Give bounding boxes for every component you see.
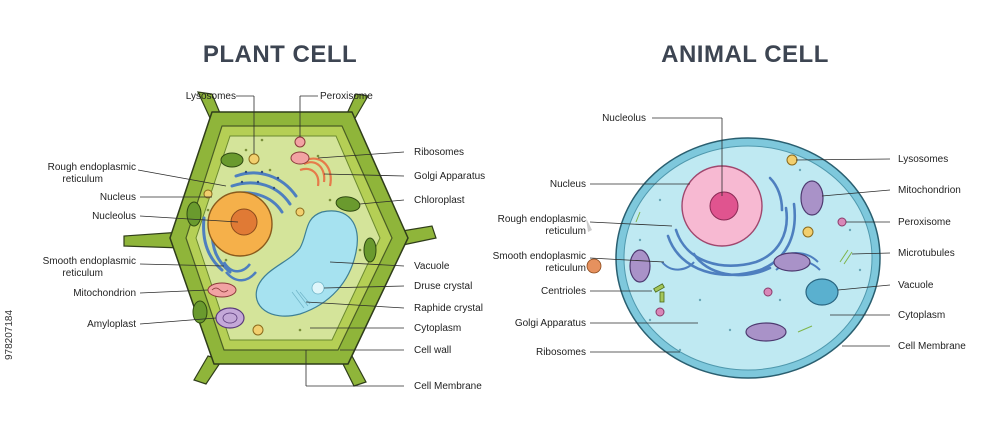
label-plant-smooth-er-2: reticulum <box>62 268 103 279</box>
animal-mitochondria <box>629 180 824 342</box>
plant-smooth-er <box>222 261 257 282</box>
label-plant-rough-er-2: reticulum <box>62 174 103 185</box>
label-animal-microtubules: Microtubules <box>898 248 955 259</box>
label-plant-raphide: Raphide crystal <box>414 303 483 314</box>
label-animal-nucleolus: Nucleolus <box>602 113 646 124</box>
animal-centrioles <box>653 283 665 303</box>
animal-leader-lines <box>589 117 891 353</box>
label-animal-lysosomes: Lysosomes <box>898 154 948 165</box>
animal-cell <box>615 137 881 379</box>
label-animal-nucleus: Nucleus <box>550 179 586 190</box>
label-plant-cell-wall: Cell wall <box>414 345 451 356</box>
plant-cell-wall-spikes <box>123 91 437 387</box>
label-plant-mitochondrion: Mitochondrion <box>73 288 136 299</box>
plant-leader-lines <box>137 95 405 387</box>
label-animal-cell-membrane: Cell Membrane <box>898 341 966 352</box>
label-plant-chloroplast: Chloroplast <box>414 195 465 206</box>
label-plant-golgi: Golgi Apparatus <box>414 171 485 182</box>
animal-nucleolus <box>709 191 739 221</box>
plant-amyloplast <box>215 307 245 329</box>
label-animal-smooth-er-1: Smooth endoplasmic <box>493 251 586 262</box>
label-animal-peroxisome: Peroxisome <box>898 217 951 228</box>
label-plant-cytoplasm: Cytoplasm <box>414 323 461 334</box>
animal-peroxisomes <box>655 217 847 317</box>
label-plant-nucleolus: Nucleolus <box>92 211 136 222</box>
label-plant-vacuole: Vacuole <box>414 261 450 272</box>
stock-id-text: 978207184 <box>4 310 15 360</box>
label-animal-mitochondrion: Mitochondrion <box>898 185 961 196</box>
label-animal-smooth-er-2: reticulum <box>545 263 586 274</box>
label-plant-rough-er-1: Rough endoplasmic <box>48 162 136 173</box>
label-plant-nucleus: Nucleus <box>100 192 136 203</box>
plant-rough-er-ribosomes <box>240 170 280 190</box>
plant-peroxisome <box>294 136 306 148</box>
plant-cell-title: PLANT CELL <box>203 41 357 68</box>
label-animal-rough-er-2: reticulum <box>545 226 586 237</box>
animal-cell-title: ANIMAL CELL <box>661 41 829 68</box>
plant-chloroplasts <box>186 152 377 324</box>
label-animal-cytoplasm: Cytoplasm <box>898 310 945 321</box>
animal-smooth-er <box>661 261 695 271</box>
label-plant-amyloplast: Amyloplast <box>87 319 136 330</box>
druse-crystal <box>311 281 325 295</box>
label-plant-peroxisome: Peroxisome <box>320 91 373 102</box>
label-animal-centrioles: Centrioles <box>541 286 586 297</box>
label-animal-ribosomes: Ribosomes <box>536 347 586 358</box>
label-animal-rough-er-1: Rough endoplasmic <box>498 214 586 225</box>
animal-rough-er <box>666 176 797 277</box>
label-plant-ribosomes: Ribosomes <box>414 147 464 158</box>
label-plant-smooth-er-1: Smooth endoplasmic <box>43 256 136 267</box>
plant-cell <box>123 91 437 387</box>
label-plant-druse: Druse crystal <box>414 281 472 292</box>
label-animal-vacuole: Vacuole <box>898 280 934 291</box>
animal-er-callout-icons <box>586 218 602 274</box>
animal-vacuole <box>805 278 839 306</box>
plant-nucleolus <box>230 208 258 236</box>
label-plant-lysosomes: Lysosomes <box>186 91 236 102</box>
plant-golgi <box>299 157 332 187</box>
plant-vacuole <box>255 210 358 317</box>
animal-microtubules <box>635 211 853 333</box>
label-plant-cell-membrane: Cell Membrane <box>414 381 482 392</box>
label-animal-golgi: Golgi Apparatus <box>515 318 586 329</box>
